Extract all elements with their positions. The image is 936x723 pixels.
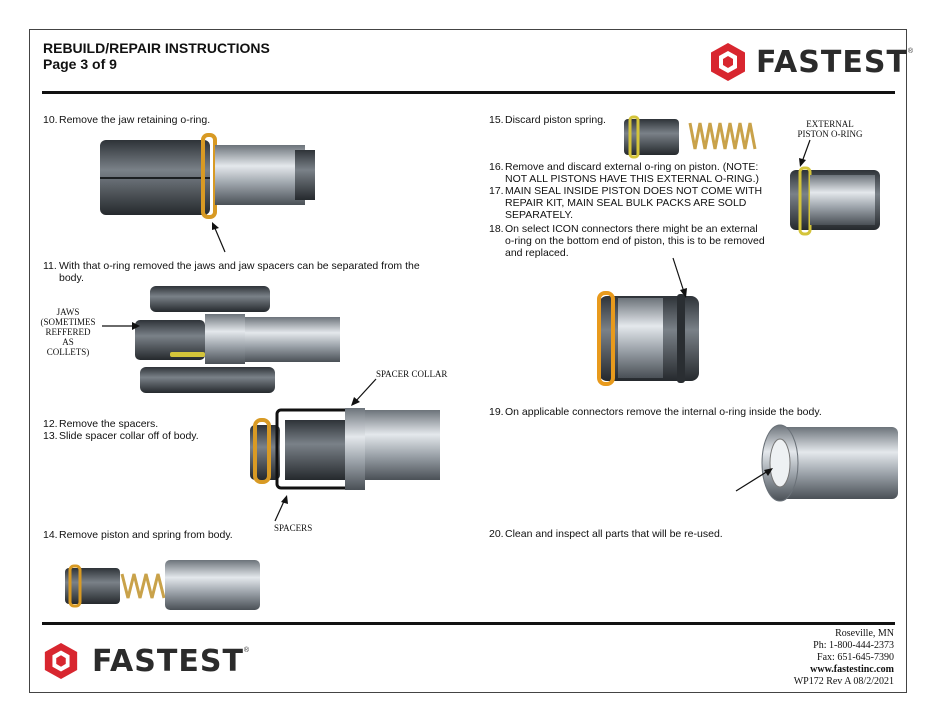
fastest-logo-icon: [711, 43, 745, 81]
arrow-oring: [212, 222, 226, 253]
page-border: [29, 29, 907, 693]
connector-with-jaw-oring-image: [100, 133, 315, 219]
step-20: 20.Clean and inspect all parts that will…: [489, 528, 723, 540]
step-11: 11.With that o-ring removed the jaws and…: [43, 260, 420, 272]
arrow-spacer-collar: [351, 378, 377, 406]
step-18-cont2: and replaced.: [505, 247, 569, 259]
footer-rule: [42, 622, 895, 625]
arrow-jaws: [102, 322, 140, 330]
page-title: REBUILD/REPAIR INSTRUCTIONS Page 3 of 9: [43, 40, 270, 72]
spacer-collar-image: [250, 408, 440, 490]
arrow-spacers: [274, 495, 288, 522]
brand-logo: FASTEST ®: [708, 42, 913, 82]
footer-brand-wordmark: FASTEST: [92, 643, 244, 679]
arrow-internal-oring: [735, 468, 773, 492]
step-16: 16.Remove and discard external o-ring on…: [489, 161, 759, 173]
footer-website-link[interactable]: www.fastestinc.com: [810, 664, 894, 675]
step-17: 17.MAIN SEAL INSIDE PISTON DOES NOT COME…: [489, 185, 763, 197]
brand-wordmark: FASTEST: [756, 44, 908, 80]
piston-spring-body-image: [65, 560, 260, 610]
footer-fax: Fax: 651-645-7390: [817, 652, 894, 663]
fastest-logo-icon: [44, 642, 78, 680]
page-number: Page 3 of 9: [43, 56, 117, 72]
arrow-external-oring: [799, 139, 811, 167]
piston-external-oring-image: [790, 166, 880, 236]
footer-brand-logo: FASTEST ®: [42, 641, 249, 681]
arrow-bottom-oring: [672, 257, 687, 298]
step-17-cont1: REPAIR KIT, MAIN SEAL BULK PACKS ARE SOL…: [505, 197, 747, 209]
step-14: 14.Remove piston and spring from body.: [43, 529, 233, 541]
step-16-cont: NOT ALL PISTONS HAVE THIS EXTERNAL O-RIN…: [505, 173, 760, 185]
step-11-cont: body.: [59, 272, 84, 284]
step-12: 12.Remove the spacers.: [43, 418, 159, 430]
header-rule: [42, 91, 895, 94]
step-15: 15.Discard piston spring.: [489, 114, 606, 126]
step-17-cont2: SEPARATELY.: [505, 209, 574, 221]
document-title: REBUILD/REPAIR INSTRUCTIONS: [43, 40, 270, 56]
piston-bottom-oring-image: [597, 291, 699, 386]
body-internal-oring-image: [761, 424, 898, 502]
step-18-cont1: o-ring on the bottom end of piston, this…: [505, 235, 765, 247]
step-18: 18.On select ICON connectors there might…: [489, 223, 758, 235]
spacer-collar-label: SPACER COLLAR: [376, 369, 448, 379]
footer-contact: Roseville, MN Ph: 1-800-444-2373 Fax: 65…: [794, 628, 894, 688]
footer-phone: Ph: 1-800-444-2373: [813, 640, 894, 651]
spacers-label: SPACERS: [274, 523, 313, 533]
step-13: 13.Slide spacer collar off of body.: [43, 430, 199, 442]
exploded-jaws-image: [135, 286, 340, 393]
step-19: 19.On applicable connectors remove the i…: [489, 406, 822, 418]
piston-and-spring-image: [624, 115, 757, 159]
footer-city: Roseville, MN: [835, 628, 894, 639]
footer-doc-revision: WP172 Rev A 08/2/2021: [793, 676, 894, 687]
step-10: 10.Remove the jaw retaining o-ring.: [43, 114, 211, 126]
